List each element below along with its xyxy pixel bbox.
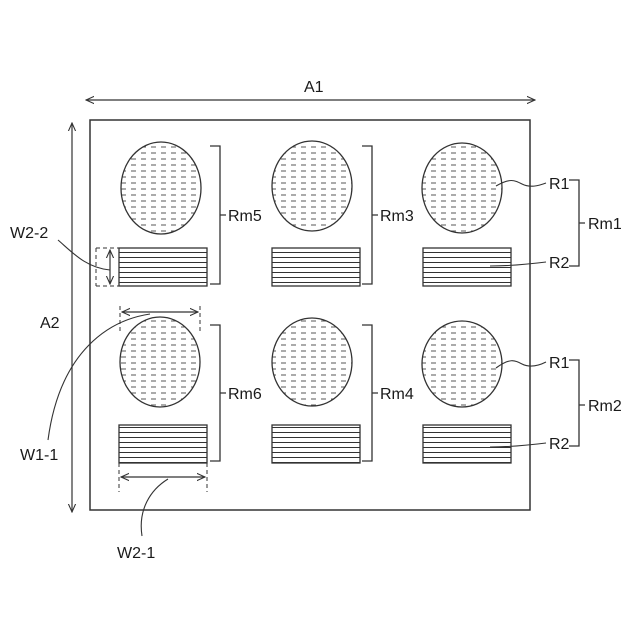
leader-w2-2 xyxy=(58,240,110,270)
rm1-label: Rm1 xyxy=(588,216,622,233)
a1-label: A1 xyxy=(304,79,324,96)
region-r2-stripes xyxy=(119,425,207,463)
region-r2-stripes xyxy=(272,425,360,463)
region-r1-circle xyxy=(272,141,352,231)
bracket-rm6 xyxy=(210,325,226,461)
bracket-rm2 xyxy=(569,360,585,446)
r1-top-label: R1 xyxy=(549,176,570,193)
region-r1-circle xyxy=(121,142,201,234)
r2-bottom-label: R2 xyxy=(549,436,570,453)
w2-1-label: W2-1 xyxy=(117,545,155,562)
region-r1-circle xyxy=(120,317,200,407)
bracket-rm3 xyxy=(362,146,378,284)
bracket-rm5 xyxy=(210,146,226,284)
rm3-label: Rm3 xyxy=(380,208,414,225)
bracket-rm4 xyxy=(362,325,378,461)
rm5-label: Rm5 xyxy=(228,208,262,225)
bracket-rm1 xyxy=(569,180,585,266)
region-r2-stripes xyxy=(272,248,360,286)
w1-1-label: W1-1 xyxy=(20,447,58,464)
region-r2-stripes xyxy=(119,248,207,286)
leader-r1-bottom xyxy=(496,361,546,368)
leader-w2-1 xyxy=(141,479,168,536)
leader-r1-top xyxy=(496,181,546,187)
a2-label: A2 xyxy=(40,315,60,332)
r1-bottom-label: R1 xyxy=(549,355,570,372)
region-r1-circle xyxy=(272,318,352,406)
rm4-label: Rm4 xyxy=(380,386,414,403)
rm6-label: Rm6 xyxy=(228,386,262,403)
region-r2-stripes xyxy=(423,248,511,286)
region-r1-circle xyxy=(422,143,502,233)
rm2-label: Rm2 xyxy=(588,398,622,415)
region-r1-circle xyxy=(422,321,502,407)
region-r2-stripes xyxy=(423,425,511,463)
r2-top-label: R2 xyxy=(549,255,570,272)
w2-2-label: W2-2 xyxy=(10,225,48,242)
